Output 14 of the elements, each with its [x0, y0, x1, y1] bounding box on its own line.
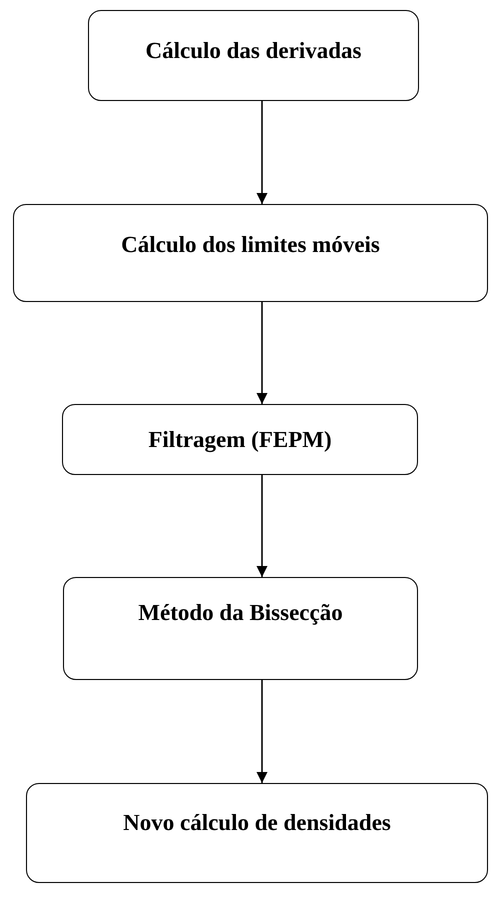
process-label: Novo cálculo de densidades: [123, 810, 391, 836]
arrow: [256, 302, 268, 404]
process-box: [88, 10, 419, 101]
process-label: Cálculo das derivadas: [146, 38, 362, 64]
process-label: Filtragem (FEPM): [148, 427, 332, 453]
process-box: [63, 577, 418, 680]
process-box: [62, 404, 418, 475]
process-box: [26, 783, 488, 883]
arrow: [256, 101, 268, 204]
process-label: Cálculo dos limites móveis: [121, 232, 380, 258]
arrow: [256, 475, 268, 577]
process-label: Método da Bissecção: [138, 600, 343, 626]
process-box: [13, 204, 488, 302]
arrow: [256, 680, 268, 783]
